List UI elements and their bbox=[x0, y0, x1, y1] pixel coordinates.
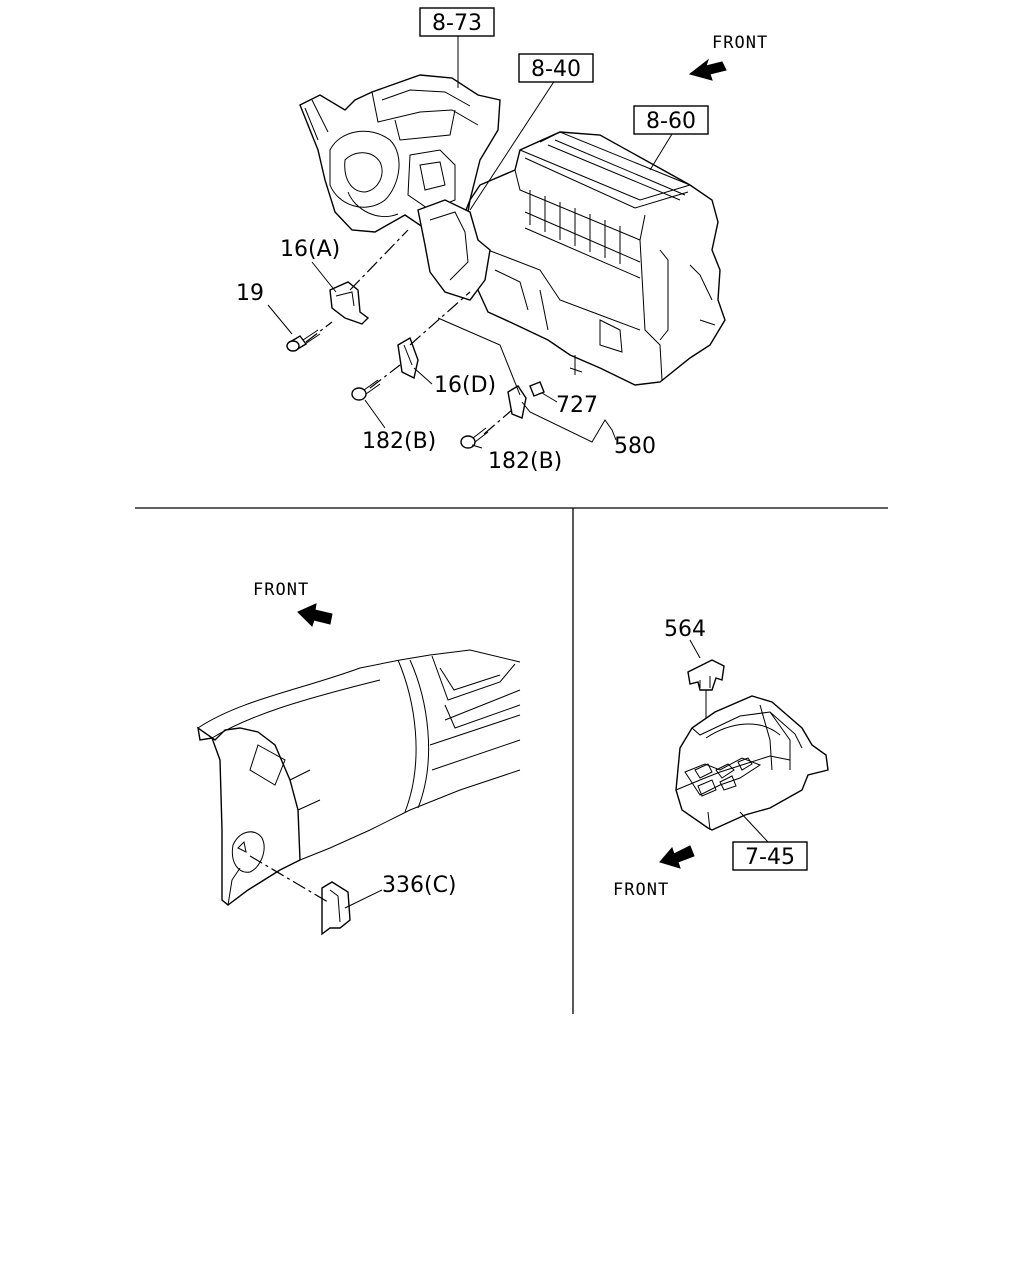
top-assembly: 8-73 8-40 8-60 16(A) 19 16(D) 182(B) 182… bbox=[236, 7, 768, 474]
callout-580: 580 bbox=[614, 434, 656, 459]
leader-840 bbox=[469, 79, 556, 211]
leader-16a bbox=[311, 261, 337, 293]
callout-727: 727 bbox=[556, 393, 598, 418]
leader-182b-2 bbox=[471, 444, 483, 449]
ref-label-873: 8-73 bbox=[432, 11, 482, 36]
leader-564 bbox=[689, 639, 701, 659]
ref-label-840: 8-40 bbox=[531, 57, 581, 82]
clip-564 bbox=[687, 659, 725, 691]
centerline-182b-2 bbox=[483, 409, 513, 435]
console-body bbox=[675, 695, 829, 831]
centerline-16d bbox=[409, 291, 471, 346]
callout-16a: 16(A) bbox=[280, 237, 340, 262]
screw-19 bbox=[286, 329, 321, 352]
ref-label-745: 7-45 bbox=[745, 845, 795, 870]
centerline-16a bbox=[349, 229, 409, 291]
duct-center bbox=[417, 199, 491, 301]
leader-16d bbox=[413, 367, 433, 385]
centerline-336c bbox=[249, 855, 329, 903]
bracket-580 bbox=[507, 381, 545, 419]
console-section: 564 7-45 FRONT bbox=[613, 617, 829, 900]
bracket-336c bbox=[321, 881, 351, 936]
leader-727 bbox=[541, 392, 558, 403]
leader-745 bbox=[739, 811, 769, 843]
callout-564: 564 bbox=[664, 617, 706, 642]
front-arrow-icon bbox=[688, 58, 727, 81]
centerline-19 bbox=[305, 321, 333, 343]
callout-336c: 336(C) bbox=[382, 873, 457, 898]
leader-182b-1 bbox=[364, 399, 386, 429]
leader-580 bbox=[521, 401, 617, 443]
callout-182b-1: 182(B) bbox=[362, 429, 436, 454]
bracket-16d bbox=[397, 336, 419, 380]
leader-336c bbox=[344, 889, 383, 909]
front-arrow-icon bbox=[659, 845, 695, 869]
ref-box-860[interactable] bbox=[633, 105, 709, 135]
centerline-182b-1 bbox=[369, 364, 401, 389]
front-arrow-icon bbox=[297, 603, 333, 627]
ref-box-745[interactable] bbox=[732, 841, 808, 871]
plane-line bbox=[437, 317, 521, 396]
callout-19: 19 bbox=[236, 281, 264, 306]
heater-unit bbox=[464, 131, 726, 386]
leader-19 bbox=[267, 304, 293, 335]
bracket-16a bbox=[329, 281, 370, 325]
screw-182b-2 bbox=[460, 427, 489, 449]
ref-box-873[interactable] bbox=[419, 7, 495, 37]
callout-182b-2: 182(B) bbox=[488, 449, 562, 474]
front-label-right: FRONT bbox=[613, 880, 669, 900]
instrument-panel-section: FRONT 336(C) bbox=[197, 580, 521, 936]
callout-16d: 16(D) bbox=[434, 373, 496, 398]
front-label-top: FRONT bbox=[712, 33, 768, 53]
ref-label-860: 8-60 bbox=[646, 109, 696, 134]
leader-860 bbox=[649, 133, 673, 171]
blower-unit bbox=[299, 74, 501, 233]
front-label-left: FRONT bbox=[253, 580, 309, 600]
screw-182b-1 bbox=[351, 379, 381, 401]
ref-box-840[interactable] bbox=[518, 53, 594, 83]
